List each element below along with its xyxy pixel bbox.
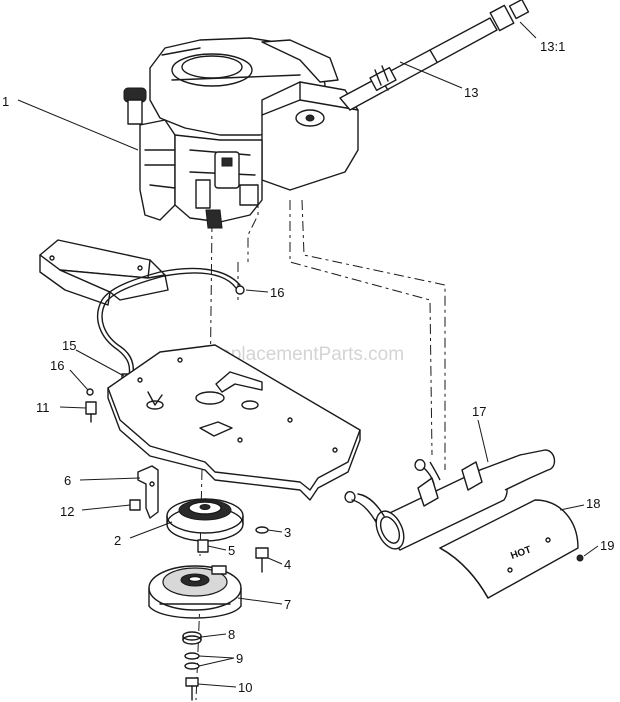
clip-16-lower[interactable] bbox=[86, 388, 94, 396]
screw-12[interactable] bbox=[129, 499, 141, 511]
bolt-4[interactable] bbox=[255, 547, 269, 573]
callout-16-lower: 16 bbox=[50, 358, 64, 373]
callout-5: 5 bbox=[228, 543, 235, 558]
pulley[interactable] bbox=[166, 498, 244, 542]
callout-3: 3 bbox=[284, 525, 291, 540]
callout-7: 7 bbox=[284, 597, 291, 612]
callout-8: 8 bbox=[228, 627, 235, 642]
washer-3[interactable] bbox=[255, 526, 269, 534]
bolt-10[interactable] bbox=[185, 677, 199, 701]
bolt-11[interactable] bbox=[85, 401, 97, 423]
spacer-8[interactable] bbox=[182, 631, 202, 645]
key-5[interactable] bbox=[197, 539, 209, 553]
callout-13: 13 bbox=[464, 85, 478, 100]
electric-clutch[interactable] bbox=[148, 565, 242, 619]
callout-17: 17 bbox=[472, 404, 486, 419]
callout-4: 4 bbox=[284, 557, 291, 572]
callout-1: 1 bbox=[2, 94, 9, 109]
callout-15: 15 bbox=[62, 338, 76, 353]
callout-6: 6 bbox=[64, 473, 71, 488]
callout-11: 11 bbox=[36, 400, 50, 415]
watermark: eReplacementParts.com bbox=[196, 344, 404, 365]
screw-19[interactable] bbox=[576, 554, 584, 562]
callout-12: 12 bbox=[60, 504, 74, 519]
drive-shaft[interactable] bbox=[339, 0, 530, 111]
callout-2: 2 bbox=[114, 533, 121, 548]
callout-labels: 1 13:1 13 16 15 16 11 17 6 12 18 2 3 19 … bbox=[2, 39, 614, 695]
callout-9: 9 bbox=[236, 651, 243, 666]
callout-13-1: 13:1 bbox=[540, 39, 565, 54]
mounting-bracket[interactable] bbox=[39, 239, 169, 306]
callout-10: 10 bbox=[238, 680, 252, 695]
muffler[interactable] bbox=[344, 449, 556, 553]
pulley-bracket[interactable] bbox=[137, 465, 159, 519]
callout-18: 18 bbox=[586, 496, 600, 511]
heat-shield[interactable]: HOT bbox=[439, 499, 579, 599]
clip-16-upper[interactable] bbox=[235, 285, 245, 295]
callout-19: 19 bbox=[600, 538, 614, 553]
washers-9[interactable] bbox=[184, 652, 200, 670]
engine-mounting-plate[interactable] bbox=[107, 344, 361, 501]
callout-16-upper: 16 bbox=[270, 285, 284, 300]
leader-lines bbox=[17, 21, 599, 688]
engine[interactable] bbox=[123, 37, 359, 229]
